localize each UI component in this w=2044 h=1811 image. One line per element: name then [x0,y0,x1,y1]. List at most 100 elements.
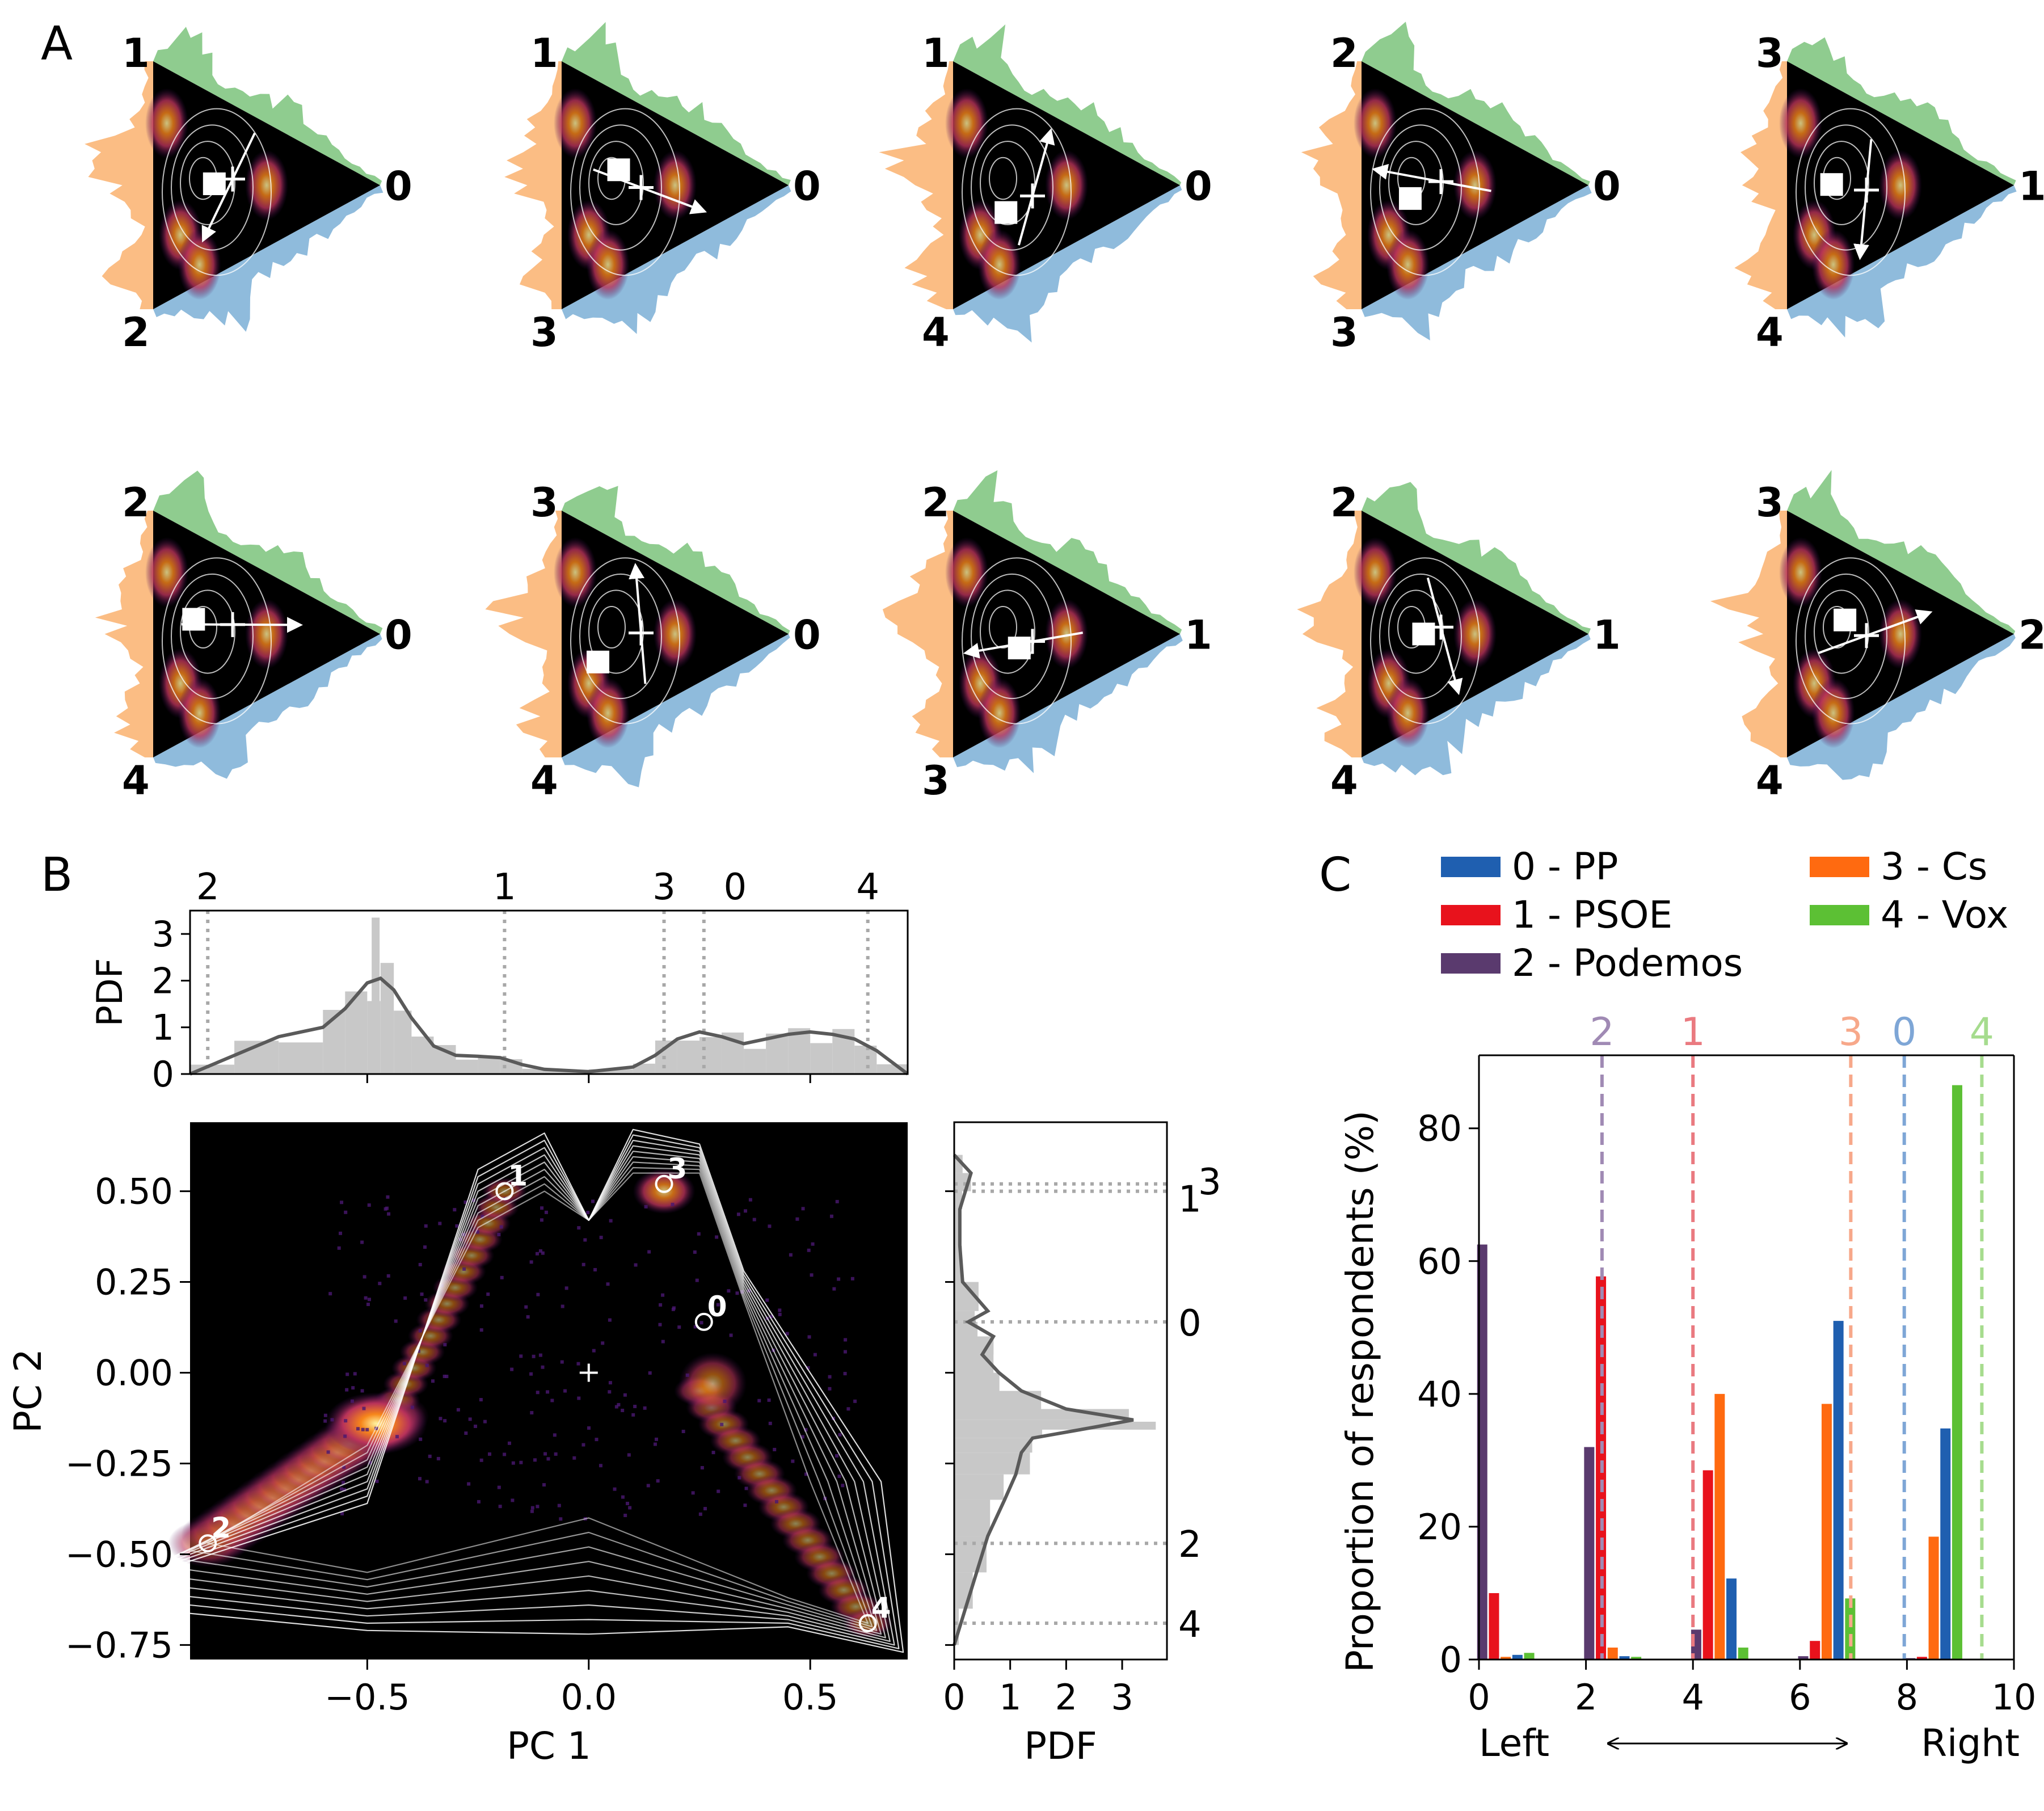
party-point-label: 1 [508,1160,528,1193]
density-pixel [418,1329,422,1333]
mean-square-marker [1820,173,1843,196]
density-pixel [541,1251,545,1255]
density-pixel [339,1231,343,1235]
panel-label-a: A [41,17,73,71]
party-line-label: 4 [1178,1604,1202,1646]
density-pixel [644,1204,648,1208]
y-axis-label: Proportion of respondents (%) [1338,1110,1382,1673]
density-pixel [801,1207,805,1211]
density-pixel [591,1199,595,1203]
marginal-hist-bottom [1362,185,1592,340]
party-point-label: 2 [211,1511,231,1544]
ternary-plot: 103 [504,22,821,356]
density-hotspot [1811,677,1855,748]
panel-label-c: C [1319,848,1351,902]
kde-curve [189,976,909,1076]
x-tick-label: 0 [1468,1677,1490,1718]
density-pixel [614,1405,618,1409]
vertex-label-top: 1 [922,30,950,77]
density-contour [189,1166,873,1628]
mean-line-label: 1 [1681,1010,1705,1055]
density-pixel [838,1433,842,1437]
y-tick-label: 80 [1417,1108,1462,1149]
density-pixel [654,1437,658,1441]
density-hotspot [1879,150,1922,221]
density-hotspot [145,88,188,159]
density-pixel [563,1389,567,1393]
x-tick-label: 2 [1055,1677,1077,1718]
histogram-bar [279,1042,323,1074]
density-pixel [456,1408,460,1412]
histogram-bar [954,1209,959,1246]
density-pixel [542,1483,546,1487]
mean-square-marker [203,172,226,195]
vertex-label-top: 2 [1330,30,1358,77]
density-pixel [737,1476,741,1480]
histogram-bar [954,1438,1032,1453]
histogram-bar [677,1041,699,1074]
density-pixel [472,1198,476,1202]
density-pixel [699,1321,703,1325]
density-pixel [395,1435,399,1439]
vertex-label-right: 0 [385,612,412,659]
y-tick-label: −0.25 [65,1443,173,1484]
vertex-label-bottom: 2 [122,309,150,356]
density-contour [588,141,644,225]
histogram-bar [633,1063,655,1074]
density-pixel [462,1267,466,1271]
marginal-hist-top [153,470,383,634]
density-pixel [365,1427,369,1431]
mean-line-label: 0 [1892,1010,1916,1055]
y-tick-label: −0.75 [65,1624,173,1666]
density-pixel [368,1461,372,1465]
density-hotspot [1354,88,1397,159]
density-contour [162,557,272,725]
density-pixel [628,1506,632,1510]
density-pixel [442,1374,446,1378]
mean-square-marker [1398,187,1422,210]
density-contour [1796,557,1906,725]
density-pixel [627,1453,631,1457]
density-pixel [387,1212,391,1216]
density-pixel [536,1292,540,1296]
density-pixel [328,1292,332,1296]
density-pixel [424,1298,428,1302]
density-pixel [789,1253,793,1257]
density-hotspot [245,599,288,669]
density-pixel [541,1365,545,1369]
density-pixel [510,1367,514,1371]
density-hotspot [945,88,988,159]
x-axis-label: PC 1 [507,1724,591,1768]
x-tick-label: 6 [1789,1677,1811,1718]
density-pixel [606,1282,610,1286]
histogram-bar [954,1427,1043,1438]
density-pixel [533,1458,537,1462]
x-tick-label: 10 [1992,1677,2037,1718]
histogram-bar [810,1043,833,1074]
mean-square-marker [182,608,205,631]
density-pixel [339,1487,343,1491]
density-pixel [711,1451,715,1455]
density-pixel [601,1341,605,1345]
density-pixel [424,1224,428,1228]
density-pixel [671,1202,675,1206]
y-tick-label: −0.50 [65,1534,173,1575]
density-hotspot [245,150,288,221]
histogram-bar [394,1010,412,1074]
legend-swatch [1810,857,1869,877]
marginal-hist-left [485,511,562,757]
density-pixel [727,1289,731,1293]
marginal-hist-left [882,511,953,757]
marginal-hist-top [1362,22,1590,186]
density-pixel [625,1501,629,1505]
marginal-hist-left [504,61,562,309]
marginal-hist-bottom [1787,634,2016,780]
density-pixel [536,1505,540,1509]
histogram-bar [954,1354,994,1373]
density-pixel [530,1509,534,1513]
density-pixel [546,1390,550,1394]
histogram-bar [954,1311,975,1322]
density-pixel [445,1375,449,1379]
